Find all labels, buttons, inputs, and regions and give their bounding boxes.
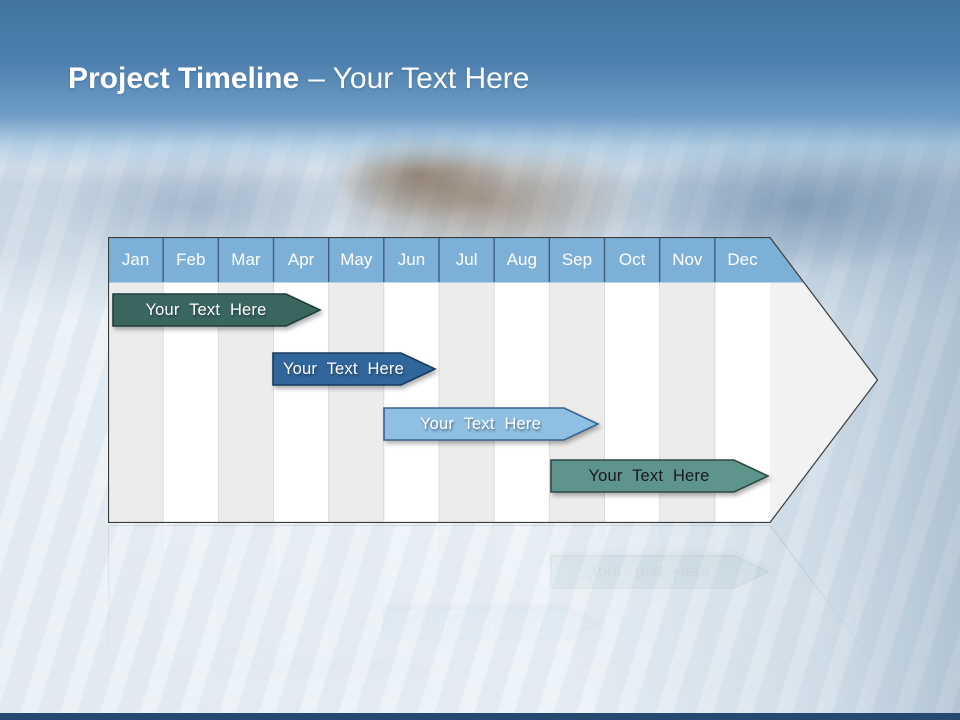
header-blue-band — [0, 0, 960, 170]
page-title-regular: – Your Text Here — [308, 62, 530, 95]
month-cell-may: May — [340, 250, 373, 269]
timeline-body-gridlines — [162, 282, 716, 522]
month-cell-aug: Aug — [506, 250, 537, 269]
month-cell-dec: Dec — [727, 250, 758, 269]
bar-label: Your Text Here — [282, 359, 405, 378]
timeline-bar: Your Text Here — [550, 459, 770, 493]
bar-label: Your Text Here — [588, 466, 710, 485]
month-cell-feb: Feb — [176, 250, 206, 269]
month-cell-sep: Sep — [561, 250, 593, 269]
page-title: Project Timeline– Your Text Here — [68, 58, 529, 100]
month-cell-nov: Nov — [672, 250, 703, 269]
timeline-table: Jan Feb Mar Apr May Jun Jul Aug Sep Oct Nov Dec You… — [108, 237, 878, 523]
bar-shape — [383, 407, 600, 441]
month-cell-jul: Jul — [455, 250, 478, 269]
timeline-bar: Your Text Here — [272, 352, 437, 386]
bar-label: Your Text Here — [419, 414, 542, 433]
timeline-header-gridlines — [162, 238, 716, 282]
page-title-bold: Project Timeline — [68, 62, 300, 95]
timeline-arrow-interior — [770, 237, 878, 523]
month-cell-oct: Oct — [618, 250, 646, 269]
month-cell-apr: Apr — [287, 250, 315, 269]
timeline-outline — [108, 237, 878, 523]
month-cell-mar: Mar — [231, 250, 261, 269]
bar-shape — [272, 352, 437, 386]
month-header-row: Jan Feb Mar Apr May Jun Jul Aug Sep Oct Nov Dec — [108, 237, 770, 282]
timeline-header-band — [108, 237, 804, 283]
month-cell-jan: Jan — [121, 250, 150, 269]
month-cell-jun: Jun — [397, 250, 426, 269]
bar-shape — [550, 459, 770, 493]
timeline-bar: Your Text Here — [112, 293, 322, 327]
bottom-navy-strip — [0, 713, 960, 720]
bar-shape — [112, 293, 322, 327]
bar-label: Your Text Here — [145, 300, 267, 319]
timeline-bar: Your Text Here — [383, 407, 600, 441]
